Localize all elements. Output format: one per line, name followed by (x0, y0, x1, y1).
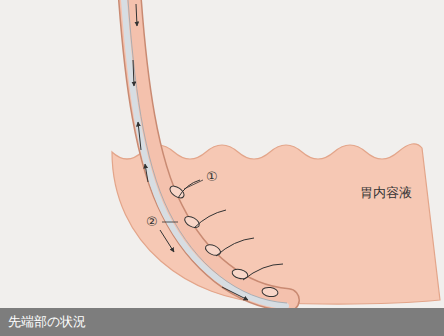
callout-number: ① (206, 170, 218, 183)
caption-bar: 先端部の状況 (0, 308, 444, 336)
callout-number: ② (146, 215, 158, 228)
flow-arrows (133, 4, 283, 300)
tube-lumen-edge (128, 0, 287, 303)
tube-outline (130, 0, 288, 300)
leader-lines (162, 180, 203, 222)
tube-body (130, 0, 288, 300)
side-holes (168, 184, 279, 298)
caption: 先端部の状況 (0, 308, 444, 336)
tube-lumen (124, 0, 286, 306)
region-label: 胃内容液 (360, 186, 412, 199)
